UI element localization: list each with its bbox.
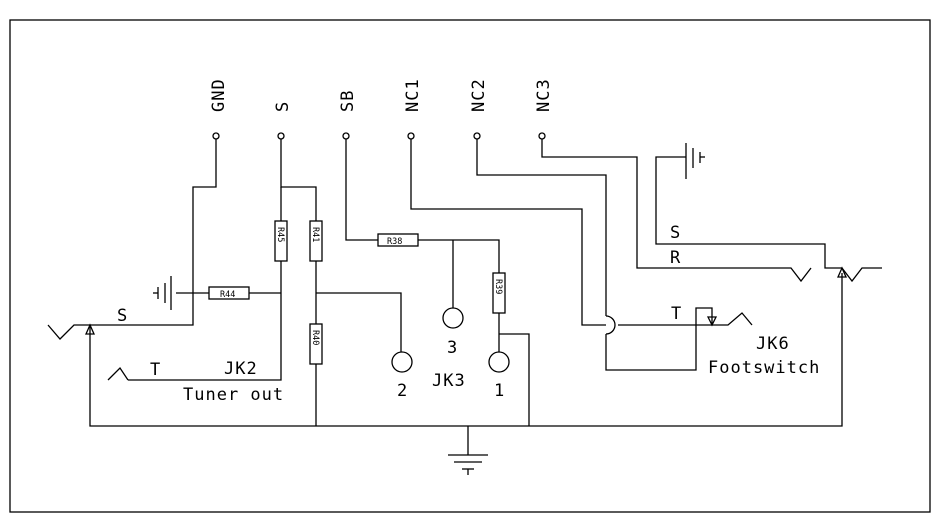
jk6-jack: S R T JK6 Footswitch <box>670 223 848 378</box>
capacitor-jk6-ground <box>685 143 705 179</box>
wire-jk6-tip-contact <box>708 312 753 326</box>
resistor-r44 <box>208 286 250 300</box>
wire-r45-tip <box>128 261 282 381</box>
wire-ground-bus <box>89 273 843 427</box>
resistor-r41-label: R41 <box>310 227 320 242</box>
jk3-pad-2 <box>391 351 413 373</box>
jk3-pad-1 <box>488 351 510 373</box>
jk6-ring-label: R <box>670 248 681 268</box>
wire-s-bus <box>280 139 317 221</box>
pin-nc3 <box>538 132 546 140</box>
wire-jump <box>605 315 616 335</box>
connector-header: GND S SB NC1 NC2 NC3 <box>209 78 554 140</box>
pin-label-gnd: GND <box>209 78 229 112</box>
wire-nc2-loop <box>605 307 713 371</box>
pin-label-sb: SB <box>338 90 358 112</box>
jk2-sleeve-arrow <box>84 323 96 335</box>
jk2-sleeve-label: S <box>117 306 128 326</box>
wire-nc2 <box>476 139 607 316</box>
ground-symbol <box>448 454 488 475</box>
resistor-r45 <box>274 220 288 262</box>
wire-gnd <box>90 139 217 326</box>
pin-gnd <box>212 132 220 140</box>
resistor-r41 <box>309 220 323 262</box>
wire-nc1 <box>410 139 606 326</box>
pin-nc1 <box>407 132 415 140</box>
pin-sb <box>342 132 350 140</box>
jk6-tip-arrow <box>706 316 718 327</box>
resistor-r39-label: R39 <box>493 279 503 294</box>
jk2-tip-label: T <box>150 360 161 380</box>
jk3-pad-2-label: 2 <box>397 381 408 401</box>
resistor-r39 <box>492 272 506 314</box>
wire-jk6-ground <box>655 156 882 283</box>
jk3-name: JK3 <box>432 371 466 391</box>
jk6-tip-label: T <box>671 304 682 324</box>
pin-label-s: S <box>273 101 293 112</box>
wires <box>89 139 882 455</box>
pin-nc2 <box>473 132 481 140</box>
pin-label-nc1: NC1 <box>403 78 423 112</box>
wire-r38-out <box>418 239 500 273</box>
jk2-jack: S T JK2 Tuner out <box>47 306 284 405</box>
jk6-sleeve-arrow <box>836 266 848 278</box>
jk6-description: Footswitch <box>708 358 820 378</box>
wire-jk3-1-ground <box>499 333 530 426</box>
jk6-name: JK6 <box>756 334 790 354</box>
jk3-jack: 3 2 1 JK3 <box>391 307 510 401</box>
jk6-sleeve-label: S <box>670 223 681 243</box>
pin-label-nc3: NC3 <box>534 78 554 112</box>
wire-sb <box>345 139 378 241</box>
jk2-description: Tuner out <box>183 385 284 405</box>
resistor-r38-label: R38 <box>387 237 402 247</box>
wire-nc3 <box>541 139 812 283</box>
jk3-pad-3-label: 3 <box>447 338 458 358</box>
resistor-r40-label: R40 <box>310 330 320 345</box>
resistor-r44-label: R44 <box>220 290 235 300</box>
resistor-r40 <box>309 323 323 365</box>
schematic-border <box>9 19 931 513</box>
resistors: R45 R41 R40 R44 R38 R39 <box>208 220 506 365</box>
pin-s <box>277 132 285 140</box>
jk2-sleeve-contact <box>47 324 90 340</box>
capacitor-r44-ground <box>153 276 172 310</box>
resistor-r38 <box>377 233 419 247</box>
wire-r41-jk3-2 <box>316 292 402 353</box>
jk3-pad-1-label: 1 <box>494 381 505 401</box>
jk2-tip-contact <box>107 366 129 381</box>
jk2-name: JK2 <box>224 359 258 379</box>
jk3-pad-3 <box>442 307 464 329</box>
pin-label-nc2: NC2 <box>469 78 489 112</box>
resistor-r45-label: R45 <box>275 227 285 242</box>
